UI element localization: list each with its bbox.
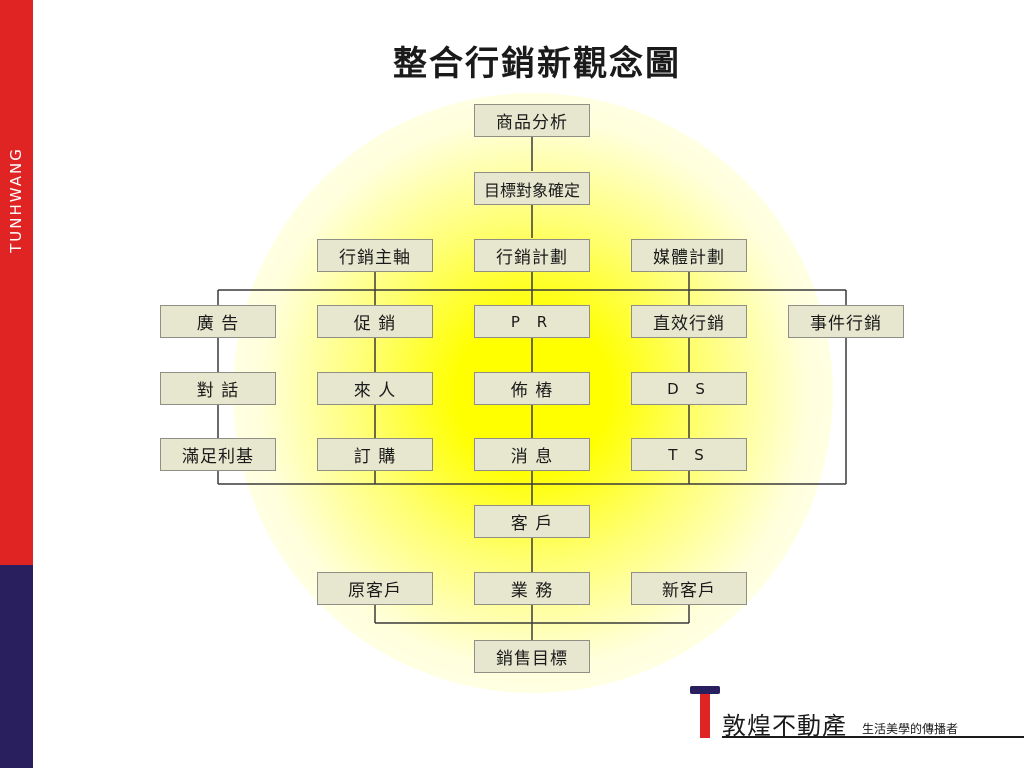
node-existing-customer: 原客戶 — [317, 572, 433, 605]
node-visitors: 來 人 — [317, 372, 433, 405]
node-ds: D S — [631, 372, 747, 405]
node-marketing-plan: 行銷計劃 — [474, 239, 590, 272]
node-ts: T S — [631, 438, 747, 471]
logo-stem — [700, 694, 710, 738]
node-new-customer: 新客戶 — [631, 572, 747, 605]
node-target-confirm: 目標對象確定 — [474, 172, 590, 205]
node-news: 消 息 — [474, 438, 590, 471]
pillar-logo-icon — [690, 686, 720, 738]
node-direct-marketing: 直效行銷 — [631, 305, 747, 338]
company-name: 敦煌不動產 — [722, 712, 847, 740]
sidebar-bar: TUNHWANG — [0, 0, 33, 768]
node-staging: 佈 樁 — [474, 372, 590, 405]
node-dialogue: 對 話 — [160, 372, 276, 405]
node-ordering: 訂 購 — [317, 438, 433, 471]
page-title: 整合行銷新觀念圖 — [393, 44, 681, 84]
node-media-plan: 媒體計劃 — [631, 239, 747, 272]
node-promotion: 促 銷 — [317, 305, 433, 338]
node-pr: P R — [474, 305, 590, 338]
logo-underline — [722, 736, 1024, 738]
node-sales-target: 銷售目標 — [474, 640, 590, 673]
node-advertising: 廣 告 — [160, 305, 276, 338]
node-marketing-axis: 行銷主軸 — [317, 239, 433, 272]
node-satisfaction: 滿足利基 — [160, 438, 276, 471]
company-slogan: 生活美學的傳播者 — [862, 722, 959, 736]
logo-cap — [690, 686, 720, 694]
node-event-marketing: 事件行銷 — [788, 305, 904, 338]
sidebar-navy-band — [0, 565, 33, 768]
sidebar-red-band — [0, 0, 33, 565]
node-business: 業 務 — [474, 572, 590, 605]
node-customer: 客 戶 — [474, 505, 590, 538]
company-logo: 敦煌不動產 生活美學的傳播者 — [690, 686, 1024, 746]
node-product-analysis: 商品分析 — [474, 104, 590, 137]
